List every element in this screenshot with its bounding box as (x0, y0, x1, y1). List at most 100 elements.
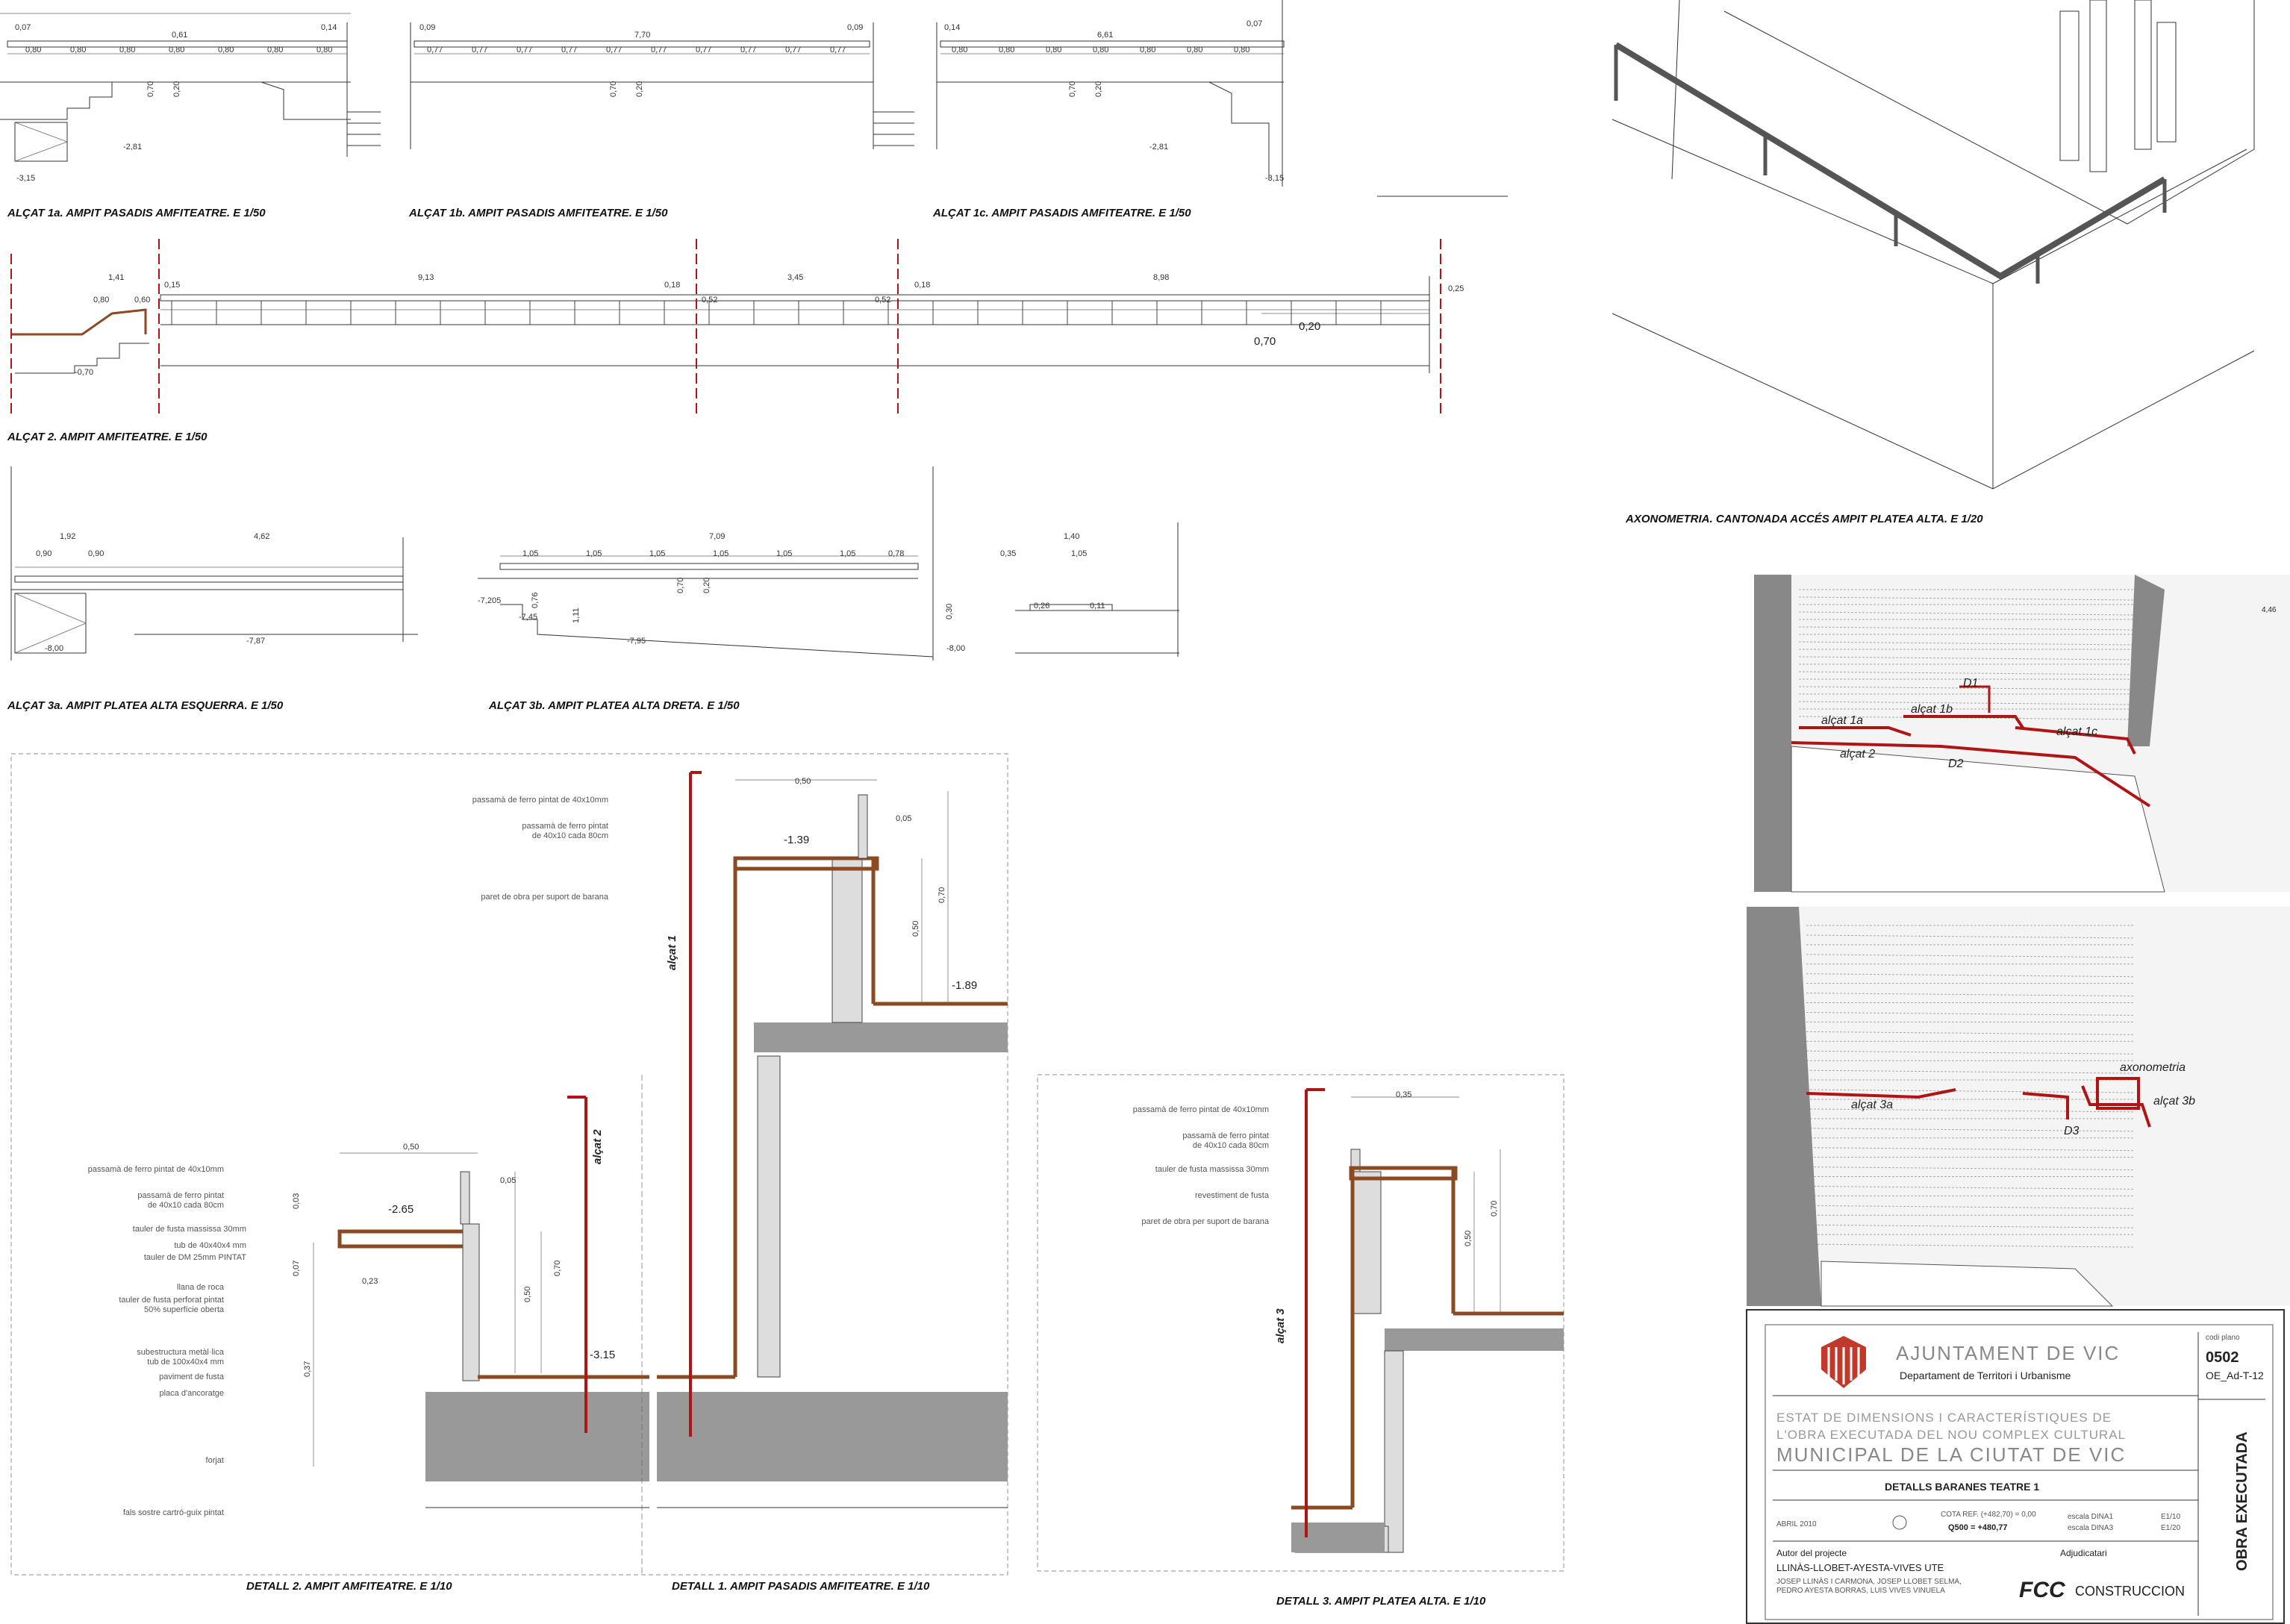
dim-2-0: 1,41 (108, 273, 124, 282)
caption-d1: DETALL 1. AMPIT PASADIS AMFITEATRE. E 1/… (672, 1580, 930, 1593)
caption-2: ALÇAT 2. AMPIT AMFITEATRE. E 1/50 (7, 431, 208, 443)
dim-1b-8: 0,77 (651, 46, 667, 54)
tb-date: ABRIL 2010 (1776, 1520, 1817, 1528)
d3-dim-1: 0,50 (1464, 1231, 1473, 1246)
d3-note-0: passamà de ferro pintat de 40x10mm (1133, 1105, 1269, 1114)
plan-label-d1: D1 (1963, 677, 1978, 690)
d2-note-8: 50% superfície oberta (144, 1305, 225, 1314)
height-3b-3: 0,76 (531, 593, 540, 608)
level-2-0: -0,70 (75, 368, 93, 377)
d2-dim-6: 0,70 (553, 1261, 562, 1276)
seat-row (1806, 973, 2135, 978)
vic-crest-icon (1821, 1336, 1866, 1388)
height-3b-4: 0,30 (945, 604, 954, 619)
tb-authority: AJUNTAMENT DE VIC (1896, 1342, 2120, 1364)
dim-1b-1: 7,70 (634, 31, 650, 40)
dim-3a-1: 4,62 (254, 532, 269, 541)
dim-1a-5: 0,80 (119, 46, 135, 54)
dim-2-9: 0,60 (134, 296, 150, 304)
dim-3b-12: 0,11 (1090, 602, 1105, 610)
tb-department: Departament de Territori i Urbanisme (1900, 1370, 2071, 1381)
d2-note-14: fals sostre cartró-guix pintat (123, 1508, 224, 1517)
seat-row (1806, 1031, 2135, 1035)
tb-code-label: codi plano (2206, 1334, 2240, 1342)
d2-level-top: -2.65 (388, 1203, 414, 1216)
dim-3a-0: 1,92 (60, 532, 75, 541)
d2-dim-2: 0,03 (292, 1193, 301, 1209)
height-3b-2: 1,11 (572, 608, 581, 623)
d3-note-2: de 40x10 cada 80cm (1193, 1141, 1269, 1150)
tb-cota-value: Q500 = +480,77 (1948, 1523, 2008, 1532)
d2-note-0: passamà de ferro pintat de 40x10mm (88, 1165, 224, 1174)
elevation-1c: 0,14 6,61 0,07 0,80 0,80 0,80 0,80 0,80 … (932, 0, 1508, 219)
tb-code: 0502 (2206, 1349, 2239, 1366)
level-1c-1: -3,15 (1265, 174, 1284, 183)
seat-row (1806, 1108, 2135, 1113)
level-3b-0: -7,205 (478, 596, 501, 605)
d2-note-7: tauler de fusta perforat pintat (119, 1296, 224, 1305)
seat-row (1806, 1147, 2135, 1152)
seat-row (1798, 656, 2135, 660)
plan-label-2: alçat 2 (1840, 748, 1875, 761)
seat-row (1806, 1050, 2135, 1055)
tb-authors-0: JOSEP LLINÀS I CARMONA, JOSEP LLOBET SEL… (1776, 1576, 1962, 1586)
d3-notes: passamà de ferro pintat de 40x10mm passa… (1133, 1105, 1270, 1226)
height-1b-0: 0,70 (609, 81, 618, 97)
dim-2-5: 0,18 (914, 281, 930, 290)
seat-row (1798, 701, 2135, 705)
level-3a-0: -8,00 (45, 644, 63, 653)
dim-1a-2: 0,14 (321, 23, 337, 32)
dim-1c-4: 0,80 (999, 46, 1014, 54)
plan-label-axo: axonometria (2120, 1061, 2186, 1074)
d1-dim-0: 0,50 (795, 777, 811, 786)
seat-row (1806, 1185, 2135, 1190)
dim-1a-3: 0,80 (25, 46, 41, 54)
plan-label-d3: D3 (2064, 1125, 2080, 1137)
key-plan-lower: alçat 3a alçat 3b D3 axonometria (1747, 907, 2290, 1307)
seat-row (1806, 1069, 2135, 1074)
d2-dim-5: 0,50 (523, 1287, 532, 1302)
tb-contractor-logo: FCC (2019, 1578, 2066, 1602)
dim-2-2: 9,13 (418, 273, 434, 282)
dim-3b-2: 1,05 (586, 549, 602, 558)
elevation-1a: 0,07 0,61 0,14 0,80 0,80 0,80 0,80 0,80 … (0, 13, 381, 219)
d2-level-bottom: -3.15 (590, 1349, 615, 1361)
dim-2-8: 0,80 (93, 296, 109, 304)
elevation-3b: 7,09 1,05 1,05 1,05 1,05 1,05 1,05 0,78 … (478, 466, 1179, 712)
dim-1c-7: 0,80 (1140, 46, 1155, 54)
height-1a-1: 0,20 (172, 81, 181, 97)
d3-note-3: tauler de fusta massissa 30mm (1155, 1165, 1269, 1174)
key-plan-upper: alçat 1a alçat 1b alçat 1c alçat 2 D1 D2… (1754, 575, 2290, 893)
level-1a-1: -3,15 (16, 174, 35, 183)
dim-2-10: 0,52 (702, 296, 717, 304)
seat-row (1806, 1224, 2135, 1228)
d2-note-12: placa d'ancoratge (160, 1389, 225, 1398)
seat-row (1806, 1089, 2135, 1093)
stairs-1b (873, 111, 914, 146)
tb-authors-1: PEDRO AYESTA BORRAS, LUIS VIVES VINUELA (1776, 1587, 1945, 1595)
caption-1a: ALÇAT 1a. AMPIT PASADIS AMFITEATRE. E 1/… (7, 207, 266, 219)
plan-label-1c: alçat 1c (2056, 725, 2097, 738)
dim-1c-9: 0,80 (1234, 46, 1249, 54)
level-3b-1: -7,45 (519, 613, 537, 622)
dim-2-3: 0,18 (664, 281, 680, 290)
level-3b-2: -7,95 (627, 637, 646, 646)
dim-1b-5: 0,77 (517, 46, 532, 54)
seat-row (1806, 1243, 2135, 1248)
d2-dim-0: 0,50 (403, 1143, 419, 1152)
level-3b-3: -8,00 (946, 644, 965, 653)
dim-1b-0: 0,09 (419, 23, 435, 32)
d1-section-label: alçat 1 (666, 935, 678, 970)
elevation-2: 1,41 0,15 9,13 0,18 3,45 0,18 8,98 0,25 … (7, 239, 1464, 443)
d3-section-label: alçat 3 (1274, 1308, 1287, 1343)
d2-note-2: de 40x10 cada 80cm (148, 1201, 224, 1210)
level-2-1: 0,20 (1299, 320, 1320, 333)
elevation-3a: 1,92 4,62 0,90 0,90 -8,00 -7,87 ALÇAT 3a… (7, 466, 418, 712)
d2-note-1: passamà de ferro pintat (137, 1191, 224, 1200)
stairs-1a (347, 111, 381, 146)
height-3b-0: 0,70 (676, 578, 685, 593)
caption-1c: ALÇAT 1c. AMPIT PASADIS AMFITEATRE. E 1/… (932, 207, 1191, 219)
dim-1b-2: 0,09 (847, 23, 863, 32)
d2-note-10: tub de 100x40x4 mm (147, 1358, 224, 1367)
